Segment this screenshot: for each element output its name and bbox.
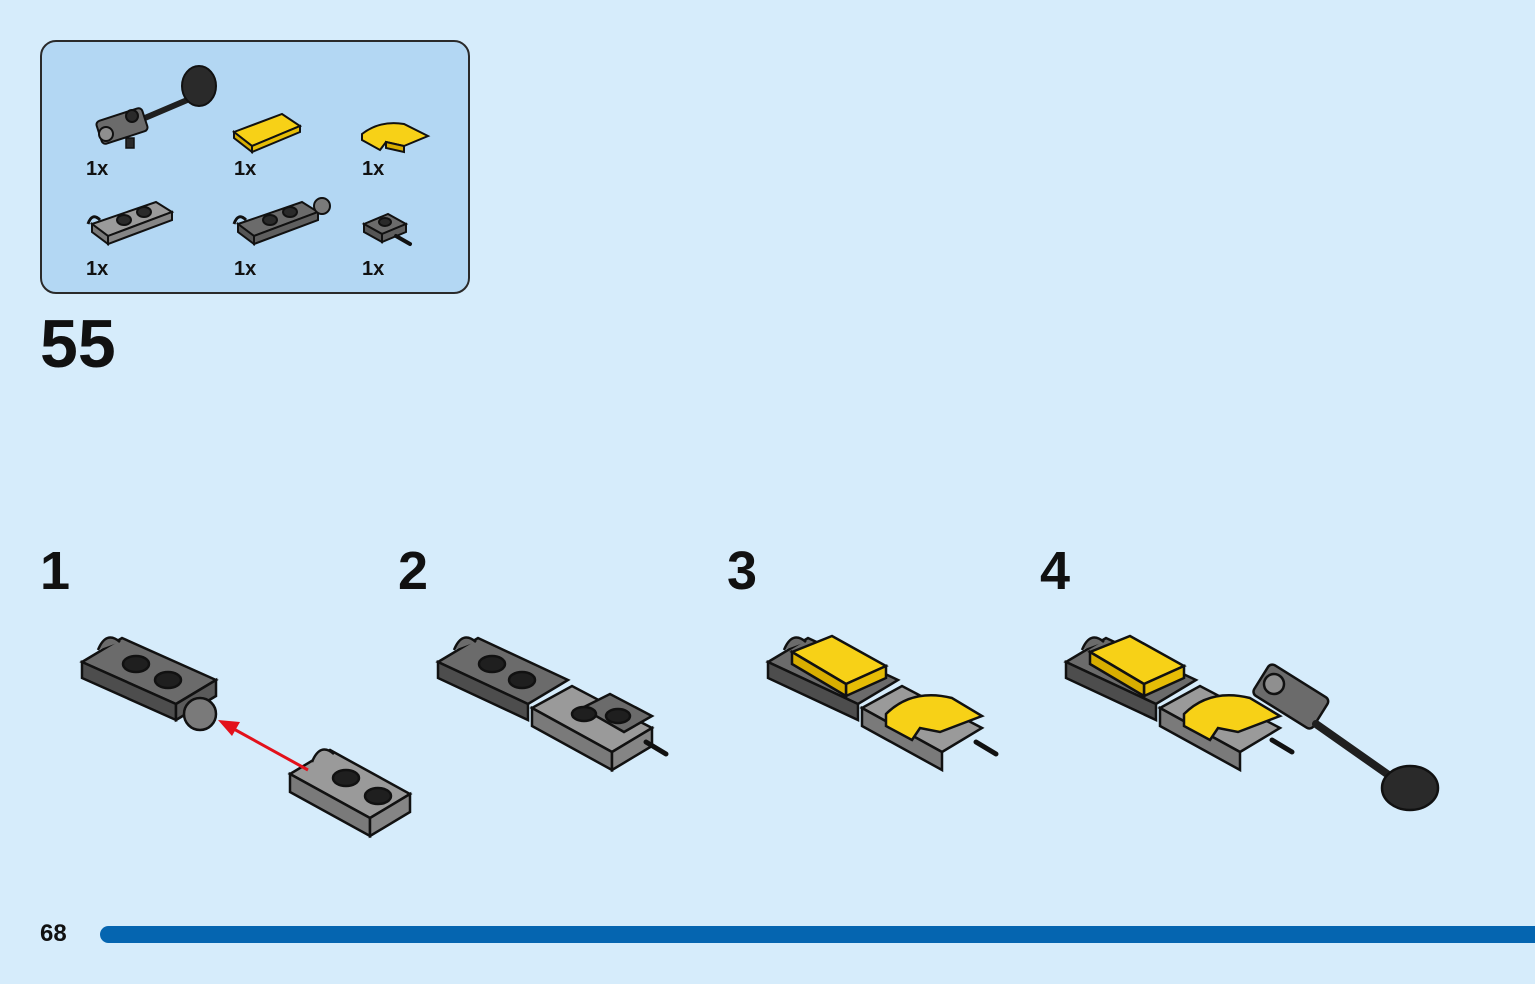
part-qty: 1x: [86, 158, 109, 180]
part-qty: 1x: [86, 258, 109, 280]
page-bar-divider: [100, 926, 1535, 943]
sub-step-1-assembly: [76, 628, 416, 843]
parts-list-box: 1x 1x 1x 1x: [40, 40, 470, 294]
part-plate-with-clip-icon: [86, 194, 176, 250]
part-yellow-curved-slope-icon: [360, 116, 431, 156]
sub-step-number-3: 3: [727, 541, 758, 601]
part-plate-with-bar-icon: [360, 206, 416, 252]
sub-step-3-assembly: [762, 628, 1002, 778]
sub-step-4-assembly: [1060, 628, 1450, 818]
sub-step-2-assembly: [432, 628, 672, 778]
part-yellow-tile-icon: [231, 108, 303, 155]
sub-step-number-4: 4: [1040, 541, 1071, 601]
part-qty: 1x: [234, 158, 257, 180]
part-qty: 1x: [234, 258, 257, 280]
part-plate-with-ball-icon: [232, 192, 332, 250]
step-number: 55: [40, 306, 116, 382]
part-technic-bar-paddle-icon: [86, 64, 217, 154]
part-qty: 1x: [362, 258, 385, 280]
sub-step-number-2: 2: [398, 541, 429, 601]
page-number: 68: [40, 920, 67, 947]
sub-step-number-1: 1: [40, 541, 71, 601]
part-qty: 1x: [362, 158, 385, 180]
